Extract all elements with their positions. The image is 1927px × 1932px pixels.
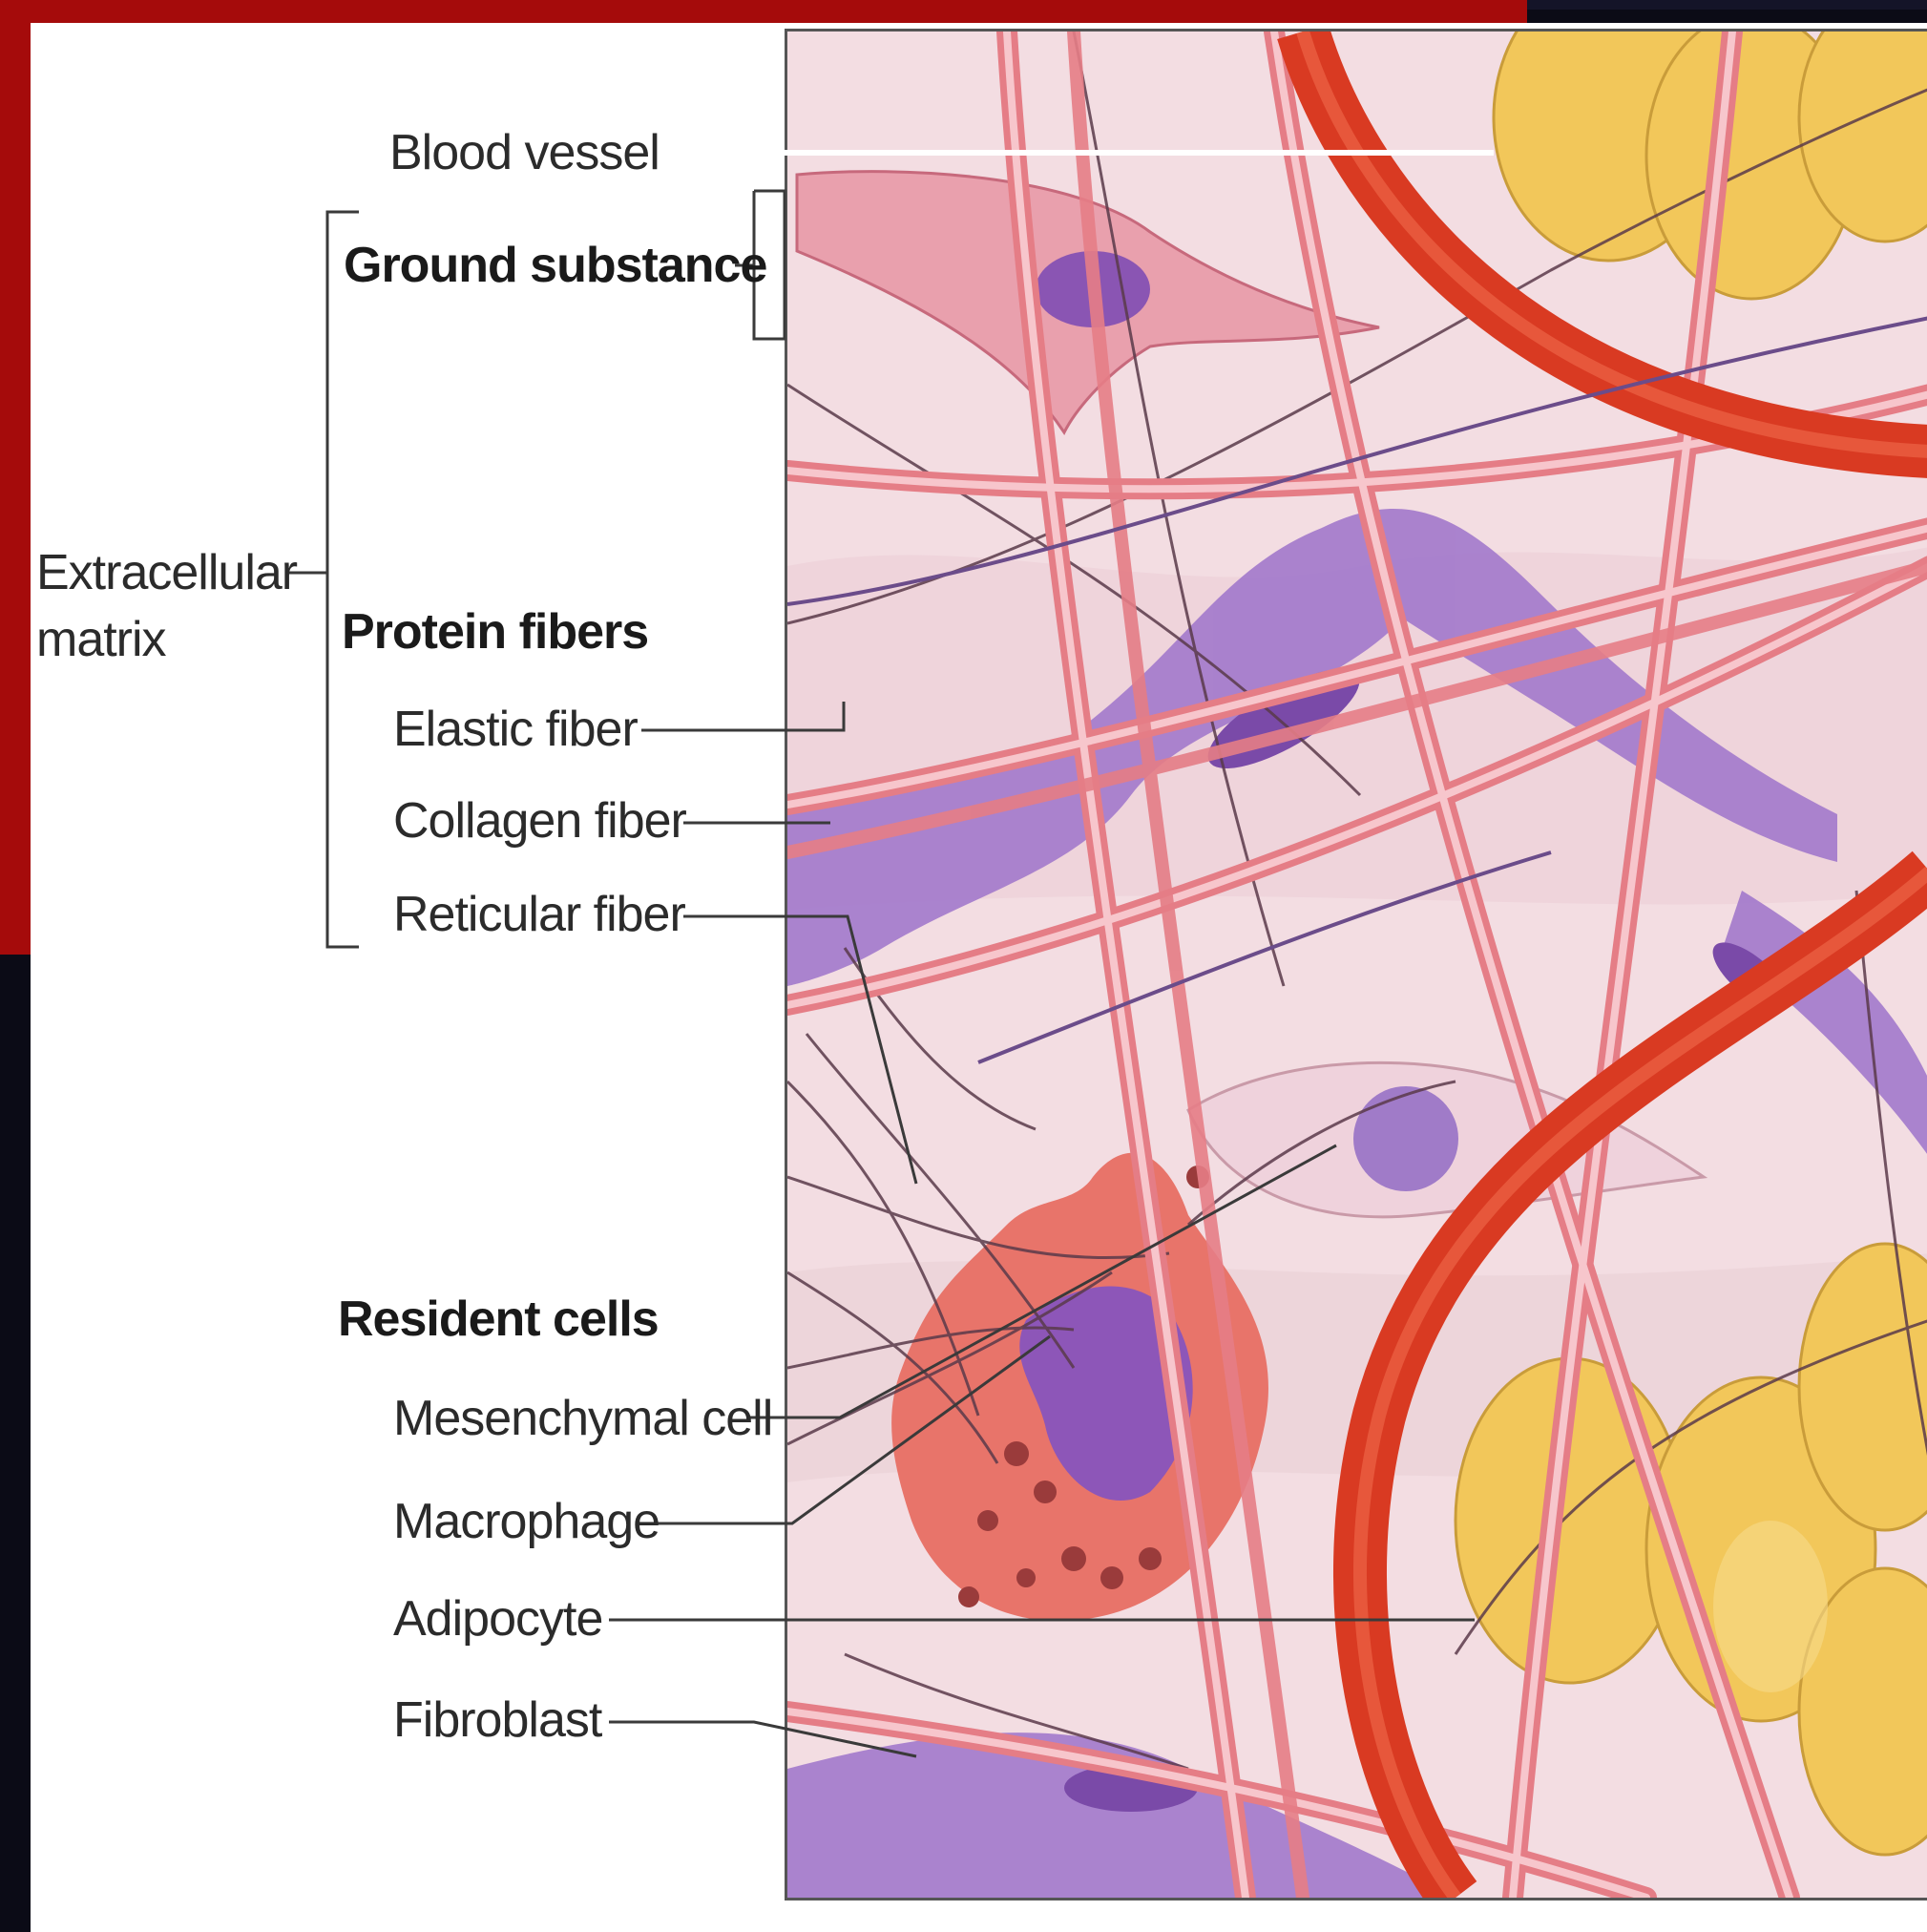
connective-tissue-illustration [785, 29, 1927, 1900]
label-extracellular-matrix-line2: matrix [36, 615, 166, 664]
mesenchymal-nucleus [1353, 1086, 1458, 1191]
label-elastic-fiber: Elastic fiber [393, 704, 638, 754]
label-fibroblast: Fibroblast [393, 1695, 601, 1745]
label-macrophage: Macrophage [393, 1497, 660, 1546]
label-collagen-fiber: Collagen fiber [393, 796, 686, 846]
label-reticular-fiber: Reticular fiber [393, 890, 685, 939]
label-ground-substance: Ground substance [344, 241, 766, 290]
label-protein-fibers: Protein fibers [342, 607, 648, 657]
label-resident-cells: Resident cells [338, 1294, 659, 1344]
label-mesenchymal-cell: Mesenchymal cell [393, 1394, 772, 1443]
background-frame-dark [1527, 0, 1927, 10]
label-extracellular-matrix-line1: Extracellular [36, 548, 297, 598]
label-adipocyte: Adipocyte [393, 1594, 602, 1644]
label-blood-vessel: Blood vessel [389, 128, 660, 178]
